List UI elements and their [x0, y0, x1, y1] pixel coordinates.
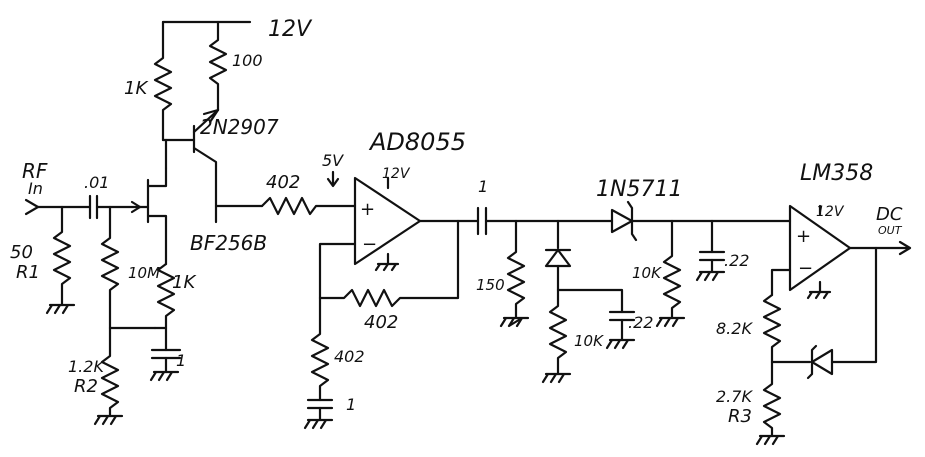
r-10k-bias-resistor — [541, 288, 572, 384]
bf256b-jfet — [138, 166, 168, 266]
pnp-2n2907-transistor — [161, 108, 220, 224]
label-r-402-feedback: 402 — [364, 312, 398, 333]
label-r-100: 100 — [232, 51, 263, 70]
r-8-2k-resistor — [762, 293, 782, 364]
label-r-2-7k: 2.7K — [716, 387, 753, 406]
label-c-1-left: 1 — [176, 351, 186, 370]
r3-resistor — [755, 360, 786, 446]
label-r-10k-load: 10K — [632, 264, 662, 282]
label-r-8-2k: 8.2K — [716, 319, 753, 338]
label-5v: 5V — [322, 151, 344, 170]
label-minus-1: − — [362, 234, 377, 255]
label-lm358: LM358 — [800, 161, 873, 186]
r-1k-source-resistor — [153, 262, 176, 352]
label-minus-2: − — [798, 258, 813, 279]
label-plus-2: + — [796, 226, 811, 247]
label-dc: DC — [876, 204, 903, 225]
label-c-01: .01 — [84, 173, 109, 192]
label-r2: R2 — [74, 376, 98, 397]
bias-5v-arrow — [326, 170, 340, 188]
wire-inv-input — [318, 242, 357, 300]
r-150-resistor — [499, 219, 530, 328]
label-r-1-2k: 1.2K — [68, 357, 105, 376]
label-bf256b: BF256B — [190, 231, 267, 255]
label-plus-1: + — [360, 199, 375, 220]
c-22-bias-capacitor — [556, 288, 636, 350]
c-1-coupling-capacitor — [476, 206, 614, 236]
label-r-10m: 10M — [128, 264, 160, 282]
c-22-filter-capacitor — [695, 219, 726, 282]
label-r-10k-bias: 10K — [574, 332, 604, 350]
label-r1: R1 — [16, 262, 40, 283]
label-r-402-series: 402 — [266, 172, 300, 193]
c-1-source-capacitor — [149, 348, 182, 382]
c-1-bottom-capacitor — [303, 398, 334, 430]
label-2n2907: 2N2907 — [200, 115, 279, 139]
label-out: OUT — [878, 224, 903, 237]
feedback-diode — [770, 246, 878, 380]
r1-resistor — [45, 205, 76, 315]
label-r3: R3 — [728, 406, 752, 427]
rf-input-arrow — [24, 198, 92, 216]
label-r-1k-source: 1K — [172, 272, 196, 293]
label-1n5711: 1N5711 — [596, 177, 682, 202]
wire-lm358-inv — [770, 268, 792, 297]
label-rf: RF — [22, 159, 48, 183]
label-r-1k-top: 1K — [124, 78, 148, 99]
r-10m-resistor — [100, 205, 120, 330]
label-lm358-12v: 12V — [816, 204, 845, 220]
r-402-feedback-resistor — [318, 219, 460, 308]
r-10k-load-resistor — [655, 219, 686, 328]
label-ad8055: AD8055 — [368, 128, 466, 156]
label-supply-12v: 12V — [268, 17, 313, 42]
r2-resistor — [93, 326, 124, 426]
label-c-1-bottom: 1 — [346, 395, 356, 414]
r-402-ground-resistor — [310, 296, 330, 402]
r-1k-top-resistor — [153, 20, 173, 142]
r-100-resistor — [208, 20, 228, 112]
label-in: In — [28, 179, 43, 198]
r-402-series-resistor — [260, 196, 357, 216]
label-c-22-bias: .22 — [628, 313, 653, 332]
label-r-50: 50 — [10, 242, 33, 263]
lm358-opamp — [788, 204, 912, 300]
ad8055-opamp — [353, 176, 422, 272]
c-01-capacitor — [88, 194, 142, 220]
label-c-22-filter: .22 — [724, 251, 749, 270]
bias-diode — [544, 219, 572, 292]
label-r-150: 150 — [476, 276, 505, 294]
label-r-402-ground: 402 — [334, 347, 365, 366]
label-c-1-coupling: 1 — [478, 177, 488, 196]
label-ad8055-12v: 12V — [382, 166, 411, 182]
diode-1n5711 — [610, 200, 792, 242]
